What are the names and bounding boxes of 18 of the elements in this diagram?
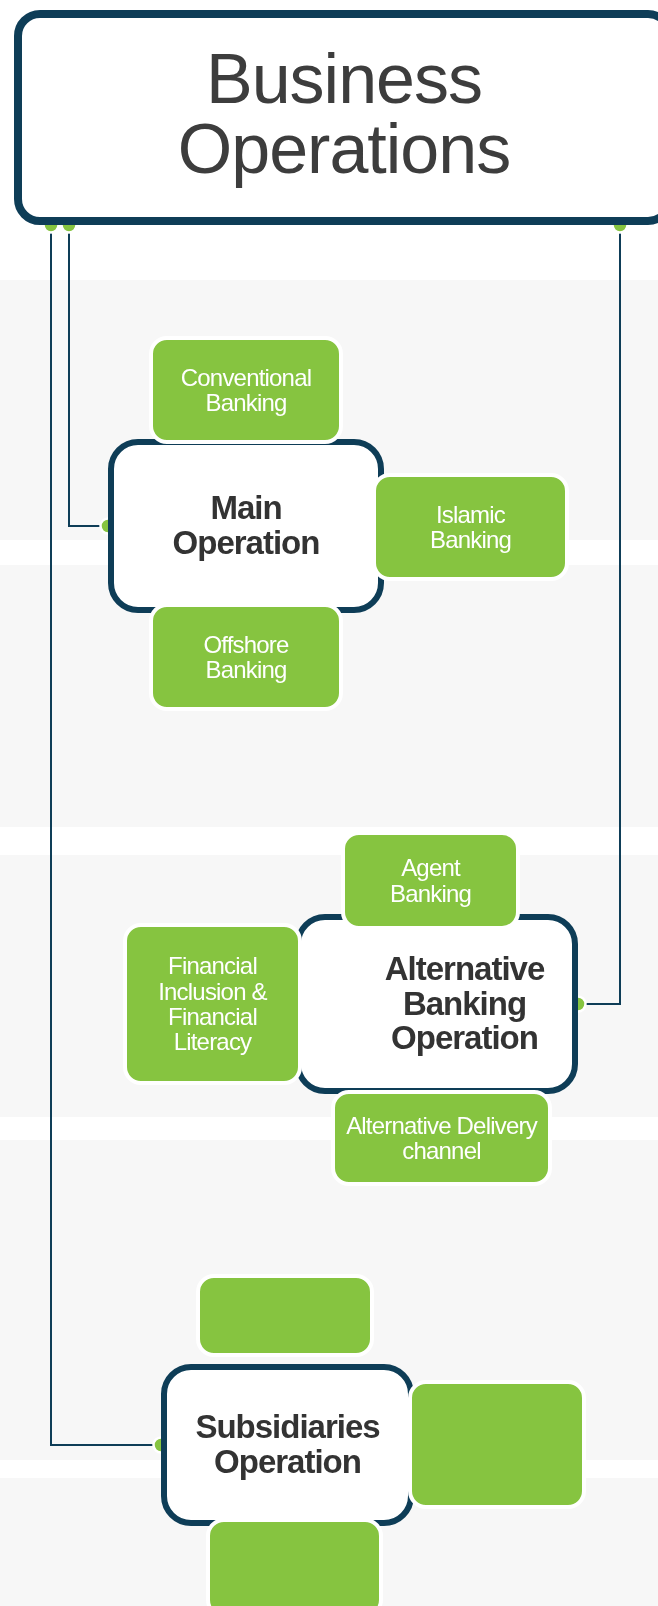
node-label: Islamic Banking [428,501,513,553]
operation-box [161,1364,414,1526]
service-box [331,1090,552,1186]
node-label: Conventional Banking [179,364,313,416]
service-box [123,923,302,1085]
title-box [14,10,658,225]
node-label: Main Operation [171,491,321,561]
node-label: Financial Inclusion & Financial Literacy [157,953,268,1055]
service-box [149,336,343,444]
node-label: Business Operations [176,43,512,190]
node-label: Agent Banking [388,855,473,906]
service-box [196,1274,374,1357]
node-label: Alternative Delivery channel [345,1112,539,1164]
node-label: Offshore Banking [202,631,290,683]
node-label: Alternative Banking Operation [383,951,546,1057]
service-box [408,1380,586,1509]
service-box [206,1518,383,1606]
node-label: Subsidiaries Operation [194,1410,381,1480]
